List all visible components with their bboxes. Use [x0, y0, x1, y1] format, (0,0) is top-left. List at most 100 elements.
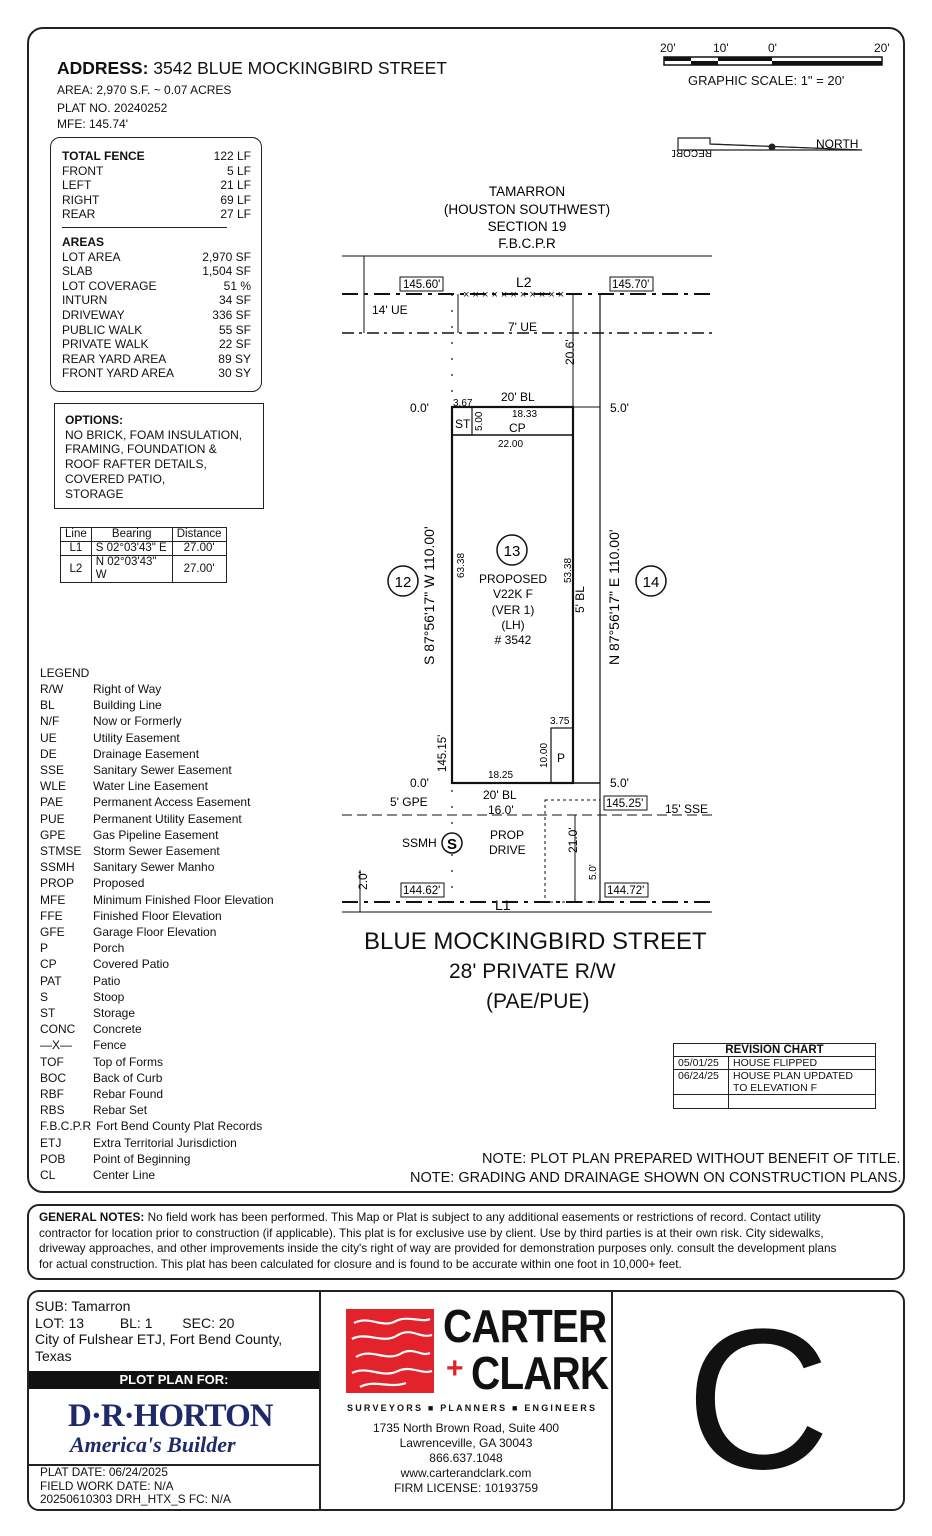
options-line: COVERED PATIO,	[65, 471, 166, 486]
elev-front-left: 144.62'	[403, 885, 440, 897]
fence-value: 27 LF	[220, 207, 251, 222]
drive-label: PROP	[490, 828, 524, 842]
scale-tick-0: 0'	[768, 41, 777, 55]
firm-name-top: CARTER	[443, 1300, 607, 1352]
legend-abbr: ST	[40, 1006, 56, 1021]
offset-0-top: 0.0'	[410, 401, 429, 415]
areas-title: AREAS	[62, 234, 105, 249]
firm-tagline: SURVEYORS ■ PLANNERS ■ ENGINEERS	[347, 1403, 598, 1413]
fence-label: FRONT	[62, 163, 104, 178]
general-notes-label: GENERAL NOTES:	[39, 1210, 145, 1224]
firm-logo-mark	[346, 1309, 434, 1393]
subdivision-label: TAMARRON (HOUSTON SOUTHWEST) SECTION 19 …	[444, 184, 610, 251]
dim-10-00: 10.00	[539, 743, 550, 768]
firm-website: www.carterandclark.com	[400, 1466, 532, 1480]
fence-label: REAR	[62, 207, 96, 222]
storage-label: ST	[455, 417, 471, 431]
lot-14-label: 14	[643, 574, 660, 591]
subdivision-line: F.B.C.P.R	[498, 236, 556, 251]
general-notes-line: No field work has been performed. This M…	[144, 1210, 821, 1224]
options-title: OPTIONS:	[65, 413, 124, 427]
area-value: 55 SF	[218, 322, 251, 337]
record-label: RECORD	[672, 147, 712, 158]
legend-desc: Fort Bend County Plat Records	[96, 1119, 263, 1134]
house-line: V22K F	[493, 587, 533, 601]
legend-abbr: CONC	[40, 1022, 76, 1037]
revision-date	[673, 1094, 729, 1109]
legend-abbr: BOC	[40, 1070, 67, 1085]
legend-abbr: PROP	[40, 876, 75, 891]
legend-desc: Minimum Finished Floor Elevation	[93, 892, 274, 907]
area-label: INTURN	[62, 293, 108, 308]
builder-logo: D·R·HORTON	[68, 1398, 274, 1434]
options-box: OPTIONS: NO BRICK, FOAM INSULATION, FRAM…	[54, 403, 264, 509]
legend-desc: Water Line Easement	[93, 779, 208, 794]
area-label: PUBLIC WALK	[62, 322, 143, 337]
bearing-row: L1 S 02°03'43" E 27.00'	[60, 541, 227, 556]
legend-abbr: POB	[40, 1151, 66, 1166]
elev-mid-right: 145.25'	[606, 798, 643, 810]
legend-abbr: UE	[40, 730, 57, 745]
grading-note: NOTE: GRADING AND DRAINAGE SHOWN ON CONS…	[410, 1170, 902, 1186]
builder-divider	[29, 1464, 319, 1466]
legend-abbr: SSE	[40, 763, 65, 778]
legend-abbr: WLE	[40, 779, 67, 794]
ue-14-label: 14' UE	[372, 303, 408, 317]
legend-abbr: RBS	[40, 1103, 65, 1118]
area-value: 2,970 SF	[202, 249, 251, 264]
legend-abbr: S	[40, 989, 49, 1004]
lot-13-circle	[496, 534, 528, 566]
legend-abbr: PAE	[40, 795, 64, 810]
legend-abbr: CL	[40, 1168, 56, 1183]
legend-desc: Rebar Found	[93, 1087, 164, 1102]
legend-abbr: TOF	[40, 1054, 64, 1069]
area-label: FRONT YARD AREA	[62, 366, 175, 381]
bearing-cell: S 02°03'43" E	[90, 541, 173, 556]
street-easement: (PAE/PUE)	[486, 990, 590, 1013]
legend-abbr: STMSE	[40, 844, 82, 859]
legend-abbr: R/W	[40, 682, 64, 696]
area-value: 34 SF	[218, 293, 251, 308]
state-line: Texas	[35, 1347, 72, 1364]
legend-abbr: CP	[40, 957, 57, 972]
field-date: FIELD WORK DATE: N/A	[40, 1478, 174, 1493]
dim-5-00: 5.00	[474, 411, 485, 431]
bearing-cell: 27.00'	[171, 555, 227, 583]
legend-desc: Now or Formerly	[93, 714, 182, 729]
fence-value: 5 LF	[226, 163, 251, 178]
main-frame	[27, 27, 905, 1193]
area-label: DRIVEWAY	[62, 307, 125, 322]
bearing-cell: L1	[60, 541, 92, 556]
right-bearing: N 87°56'17" E 110.00'	[606, 529, 622, 665]
legend-abbr: BL	[40, 698, 55, 713]
fence-total-value: 122 LF	[213, 149, 251, 163]
revision-title: REVISION CHART	[673, 1043, 876, 1057]
revision-desc: HOUSE PLAN UPDATED TO ELEVATION F	[728, 1069, 876, 1095]
street-row: 28' PRIVATE R/W	[449, 960, 616, 983]
scale-label: GRAPHIC SCALE: 1" = 20'	[688, 73, 845, 88]
firm-license: FIRM LICENSE: 10193759	[393, 1481, 539, 1495]
area-value: 89 SY	[218, 351, 251, 366]
options-line: STORAGE	[65, 486, 124, 501]
dates-block: PLAT DATE: 06/24/2025 FIELD WORK DATE: N…	[40, 1465, 231, 1507]
address-value: 3542 BLUE MOCKINGBIRD STREET	[153, 58, 447, 78]
area-value: 51 %	[223, 278, 251, 293]
title-block-divider	[319, 1291, 321, 1510]
city-line: City of Fulshear ETJ, Fort Bend County,	[35, 1331, 283, 1347]
north-label: NORTH	[816, 137, 858, 151]
